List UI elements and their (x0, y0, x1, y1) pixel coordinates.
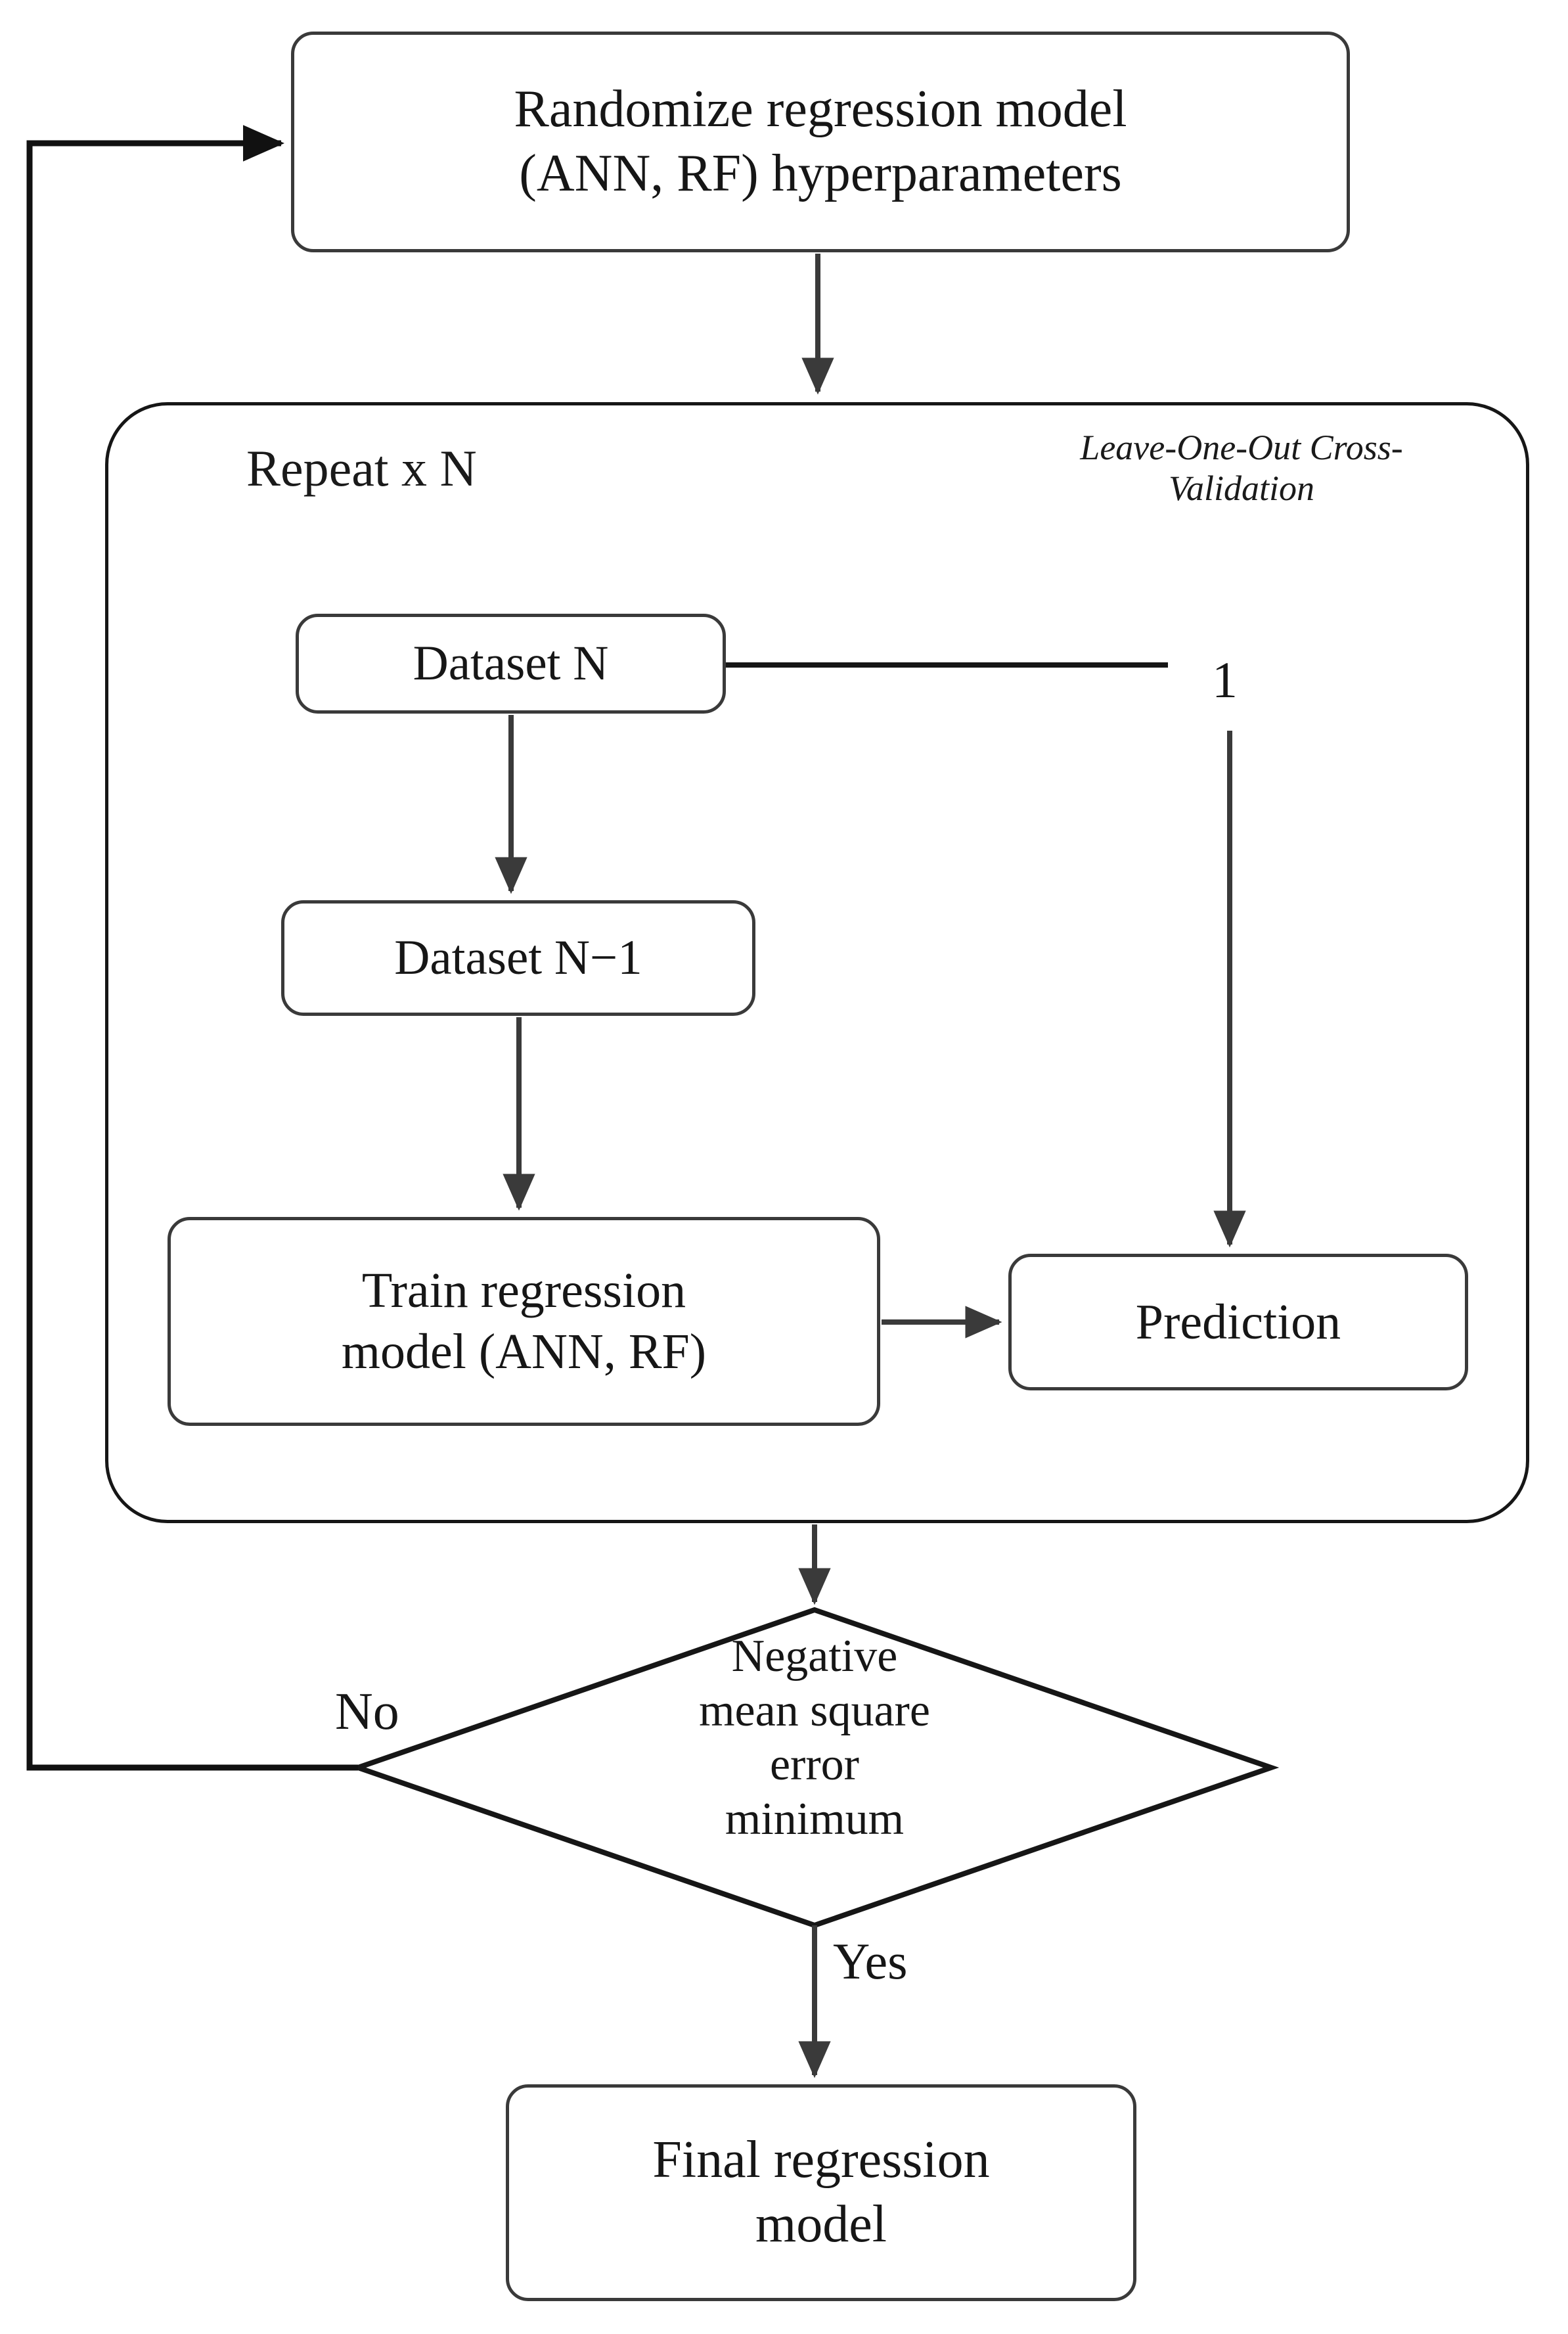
edge-label-yes: Yes (833, 1933, 908, 1990)
decision-line2: mean square (699, 1685, 930, 1736)
node-prediction-label: Prediction (1135, 1294, 1341, 1350)
node-randomize-line1: Randomize regression model (514, 80, 1127, 139)
node-final-line2: model (755, 2195, 887, 2253)
node-final-line1: Final regression (652, 2131, 990, 2189)
node-randomize-label: Randomize regression model (ANN, RF) hyp… (514, 78, 1127, 206)
edge-label-one: 1 (1212, 651, 1238, 708)
decision-line1: Negative (731, 1631, 898, 1682)
node-train-regression-model[interactable]: Train regression model (ANN, RF) (168, 1217, 880, 1426)
edge-label-no: No (335, 1683, 399, 1741)
decision-diamond-label: Negative mean square error minimum (585, 1630, 1044, 1846)
node-prediction[interactable]: Prediction (1008, 1254, 1468, 1390)
node-final-regression-model[interactable]: Final regression model (506, 2084, 1136, 2301)
repeat-n-label: Repeat x N (246, 440, 477, 497)
node-train-line2: model (ANN, RF) (341, 1324, 707, 1379)
node-dataset-n-label: Dataset N (413, 636, 609, 691)
decision-line3: error (769, 1739, 859, 1791)
decision-line4: minimum (725, 1793, 905, 1844)
node-final-label: Final regression model (652, 2128, 989, 2256)
node-dataset-n[interactable]: Dataset N (296, 614, 726, 714)
node-dataset-n-minus-1-label: Dataset N−1 (394, 930, 642, 986)
node-train-line1: Train regression (361, 1263, 686, 1319)
node-randomize-hyperparameters[interactable]: Randomize regression model (ANN, RF) hyp… (291, 32, 1350, 252)
node-randomize-line2: (ANN, RF) hyperparameters (519, 145, 1122, 202)
node-train-label: Train regression model (ANN, RF) (342, 1260, 706, 1382)
leave-one-out-cv-label: Leave-One-Out Cross-Validation (1080, 428, 1403, 509)
node-dataset-n-minus-1[interactable]: Dataset N−1 (281, 900, 755, 1016)
cross-validation-container (105, 402, 1529, 1523)
